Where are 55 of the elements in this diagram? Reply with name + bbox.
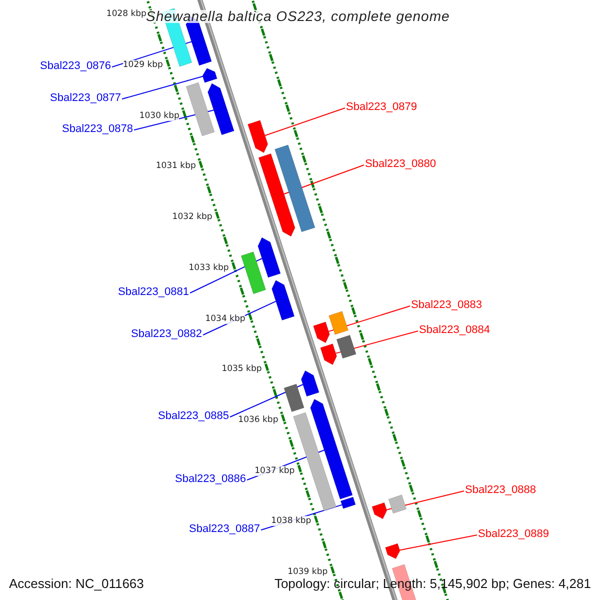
gene-bar (372, 502, 388, 520)
gene-bar (208, 83, 234, 136)
gene-label: Sbal223_0886 (175, 473, 246, 486)
scale-label: 1028 kbp (106, 9, 146, 20)
leader-line (386, 490, 464, 510)
scale-label: 1029 kbp (122, 60, 163, 70)
scale-label: 1034 kbp (205, 314, 246, 324)
gene-bar (385, 543, 400, 560)
footer-text: Accession: NC_011663 (9, 577, 144, 590)
scale-label: 1030 kbp (139, 110, 180, 121)
gene-label: Sbal223_0885 (158, 410, 229, 423)
scale-label: 1036 kbp (238, 414, 278, 425)
gene-label: Sbal223_0889 (478, 528, 549, 541)
scale-label: 1033 kbp (188, 262, 229, 273)
gene-bar (340, 496, 356, 509)
gene-bar (240, 252, 266, 294)
gene-label: Sbal223_0882 (131, 328, 202, 341)
gene-bar (313, 322, 330, 344)
scale-label: 1039 kbp (288, 566, 328, 577)
gene-bar (300, 370, 320, 397)
gene-bar (320, 344, 337, 366)
scale-label: 1038 kbp (271, 516, 312, 526)
leader-line (335, 330, 418, 354)
gene-bar (258, 237, 281, 278)
leader-line (264, 108, 346, 136)
gene-label: Sbal223_0877 (50, 92, 121, 105)
gene-bar (310, 398, 353, 500)
gene-bar (258, 153, 296, 237)
gene-bar (328, 311, 349, 335)
gene-bar (336, 334, 356, 359)
leader-line (122, 76, 204, 100)
gene-label: Sbal223_0878 (62, 123, 133, 136)
gene-label: Sbal223_0887 (189, 523, 260, 536)
scale-label: 1031 kbp (156, 161, 196, 172)
scale-label: 1035 kbp (222, 364, 262, 374)
gene-bar (186, 82, 215, 136)
gene-label: Sbal223_0883 (411, 299, 482, 312)
gene-label: Sbal223_0888 (465, 484, 536, 497)
gene-bar (284, 384, 304, 412)
gene-bar (248, 120, 268, 153)
gene-label: Sbal223_0884 (419, 324, 490, 337)
gene-label: Sbal223_0881 (118, 286, 189, 299)
scale-label: 1037 kbp (254, 466, 295, 476)
gene-label: Sbal223_0876 (40, 60, 111, 73)
leader-line (328, 306, 410, 332)
gene-label: Sbal223_0880 (365, 158, 436, 171)
gene-bar (274, 144, 316, 232)
title: Shewanella baltica OS223, complete genome (146, 10, 450, 23)
scale-label: 1032 kbp (172, 212, 212, 222)
gene-bar (388, 494, 407, 514)
leader-line (399, 534, 478, 551)
footer-text: Topology: circular; Length: 5,145,902 bp; Genes: 4,281 (274, 577, 591, 590)
gene-bar (272, 280, 295, 321)
gene-bar (293, 412, 336, 511)
gene-label: Sbal223_0879 (346, 101, 417, 114)
